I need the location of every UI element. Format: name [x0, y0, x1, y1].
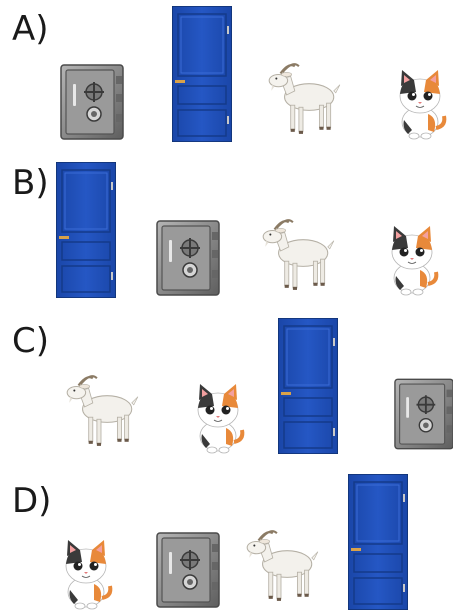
door-icon [348, 474, 408, 610]
safe-icon [156, 532, 220, 608]
goat-icon [240, 520, 322, 608]
goat-icon [256, 208, 338, 298]
safe-icon [394, 376, 453, 452]
safe-icon [60, 64, 124, 140]
door-icon [278, 318, 338, 454]
option-c-label: C) [12, 321, 50, 361]
cat-icon [188, 384, 248, 454]
safe-icon [156, 220, 220, 296]
goat-icon [60, 364, 142, 454]
option-a-label: A) [12, 9, 49, 49]
goat-icon [262, 56, 344, 138]
door-icon [172, 6, 232, 142]
option-b-label: B) [12, 163, 49, 203]
door-icon [56, 162, 116, 298]
cat-icon [382, 226, 442, 296]
cat-icon [390, 70, 450, 140]
cat-icon [56, 540, 116, 610]
option-d-label: D) [12, 481, 52, 521]
